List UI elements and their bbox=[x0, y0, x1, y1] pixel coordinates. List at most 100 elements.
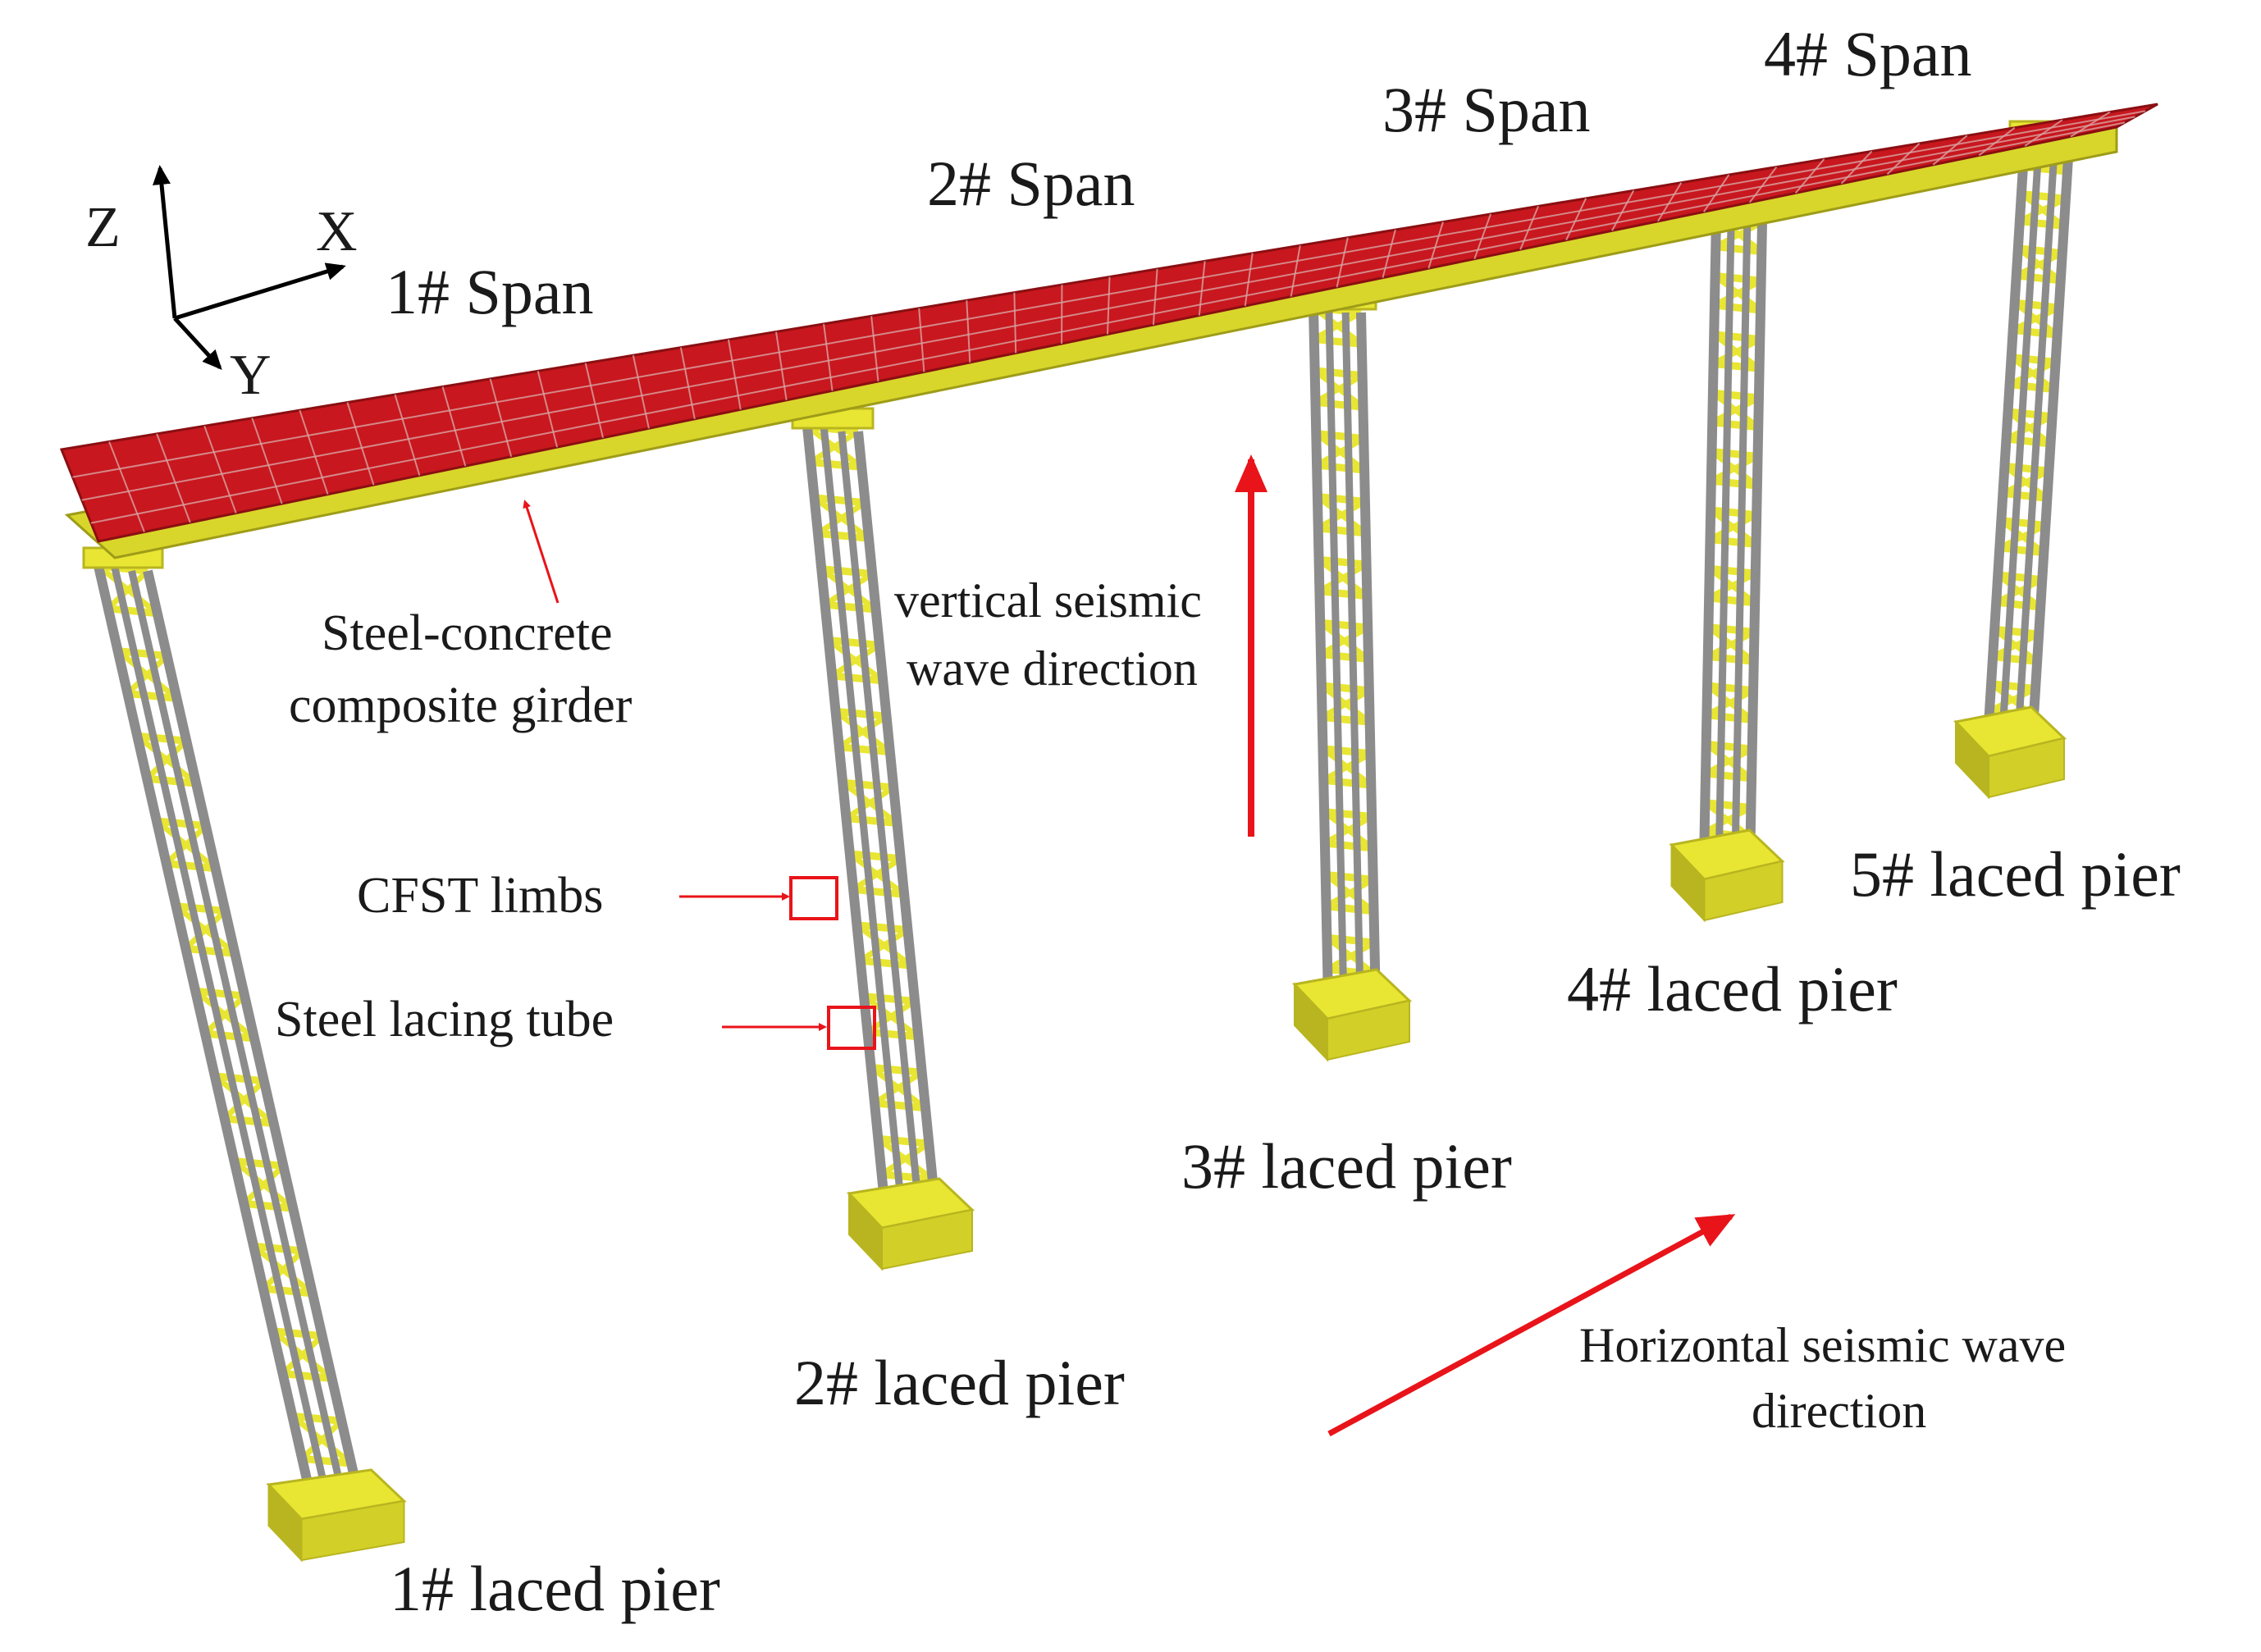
lacing-tube bbox=[1711, 447, 1759, 460]
lacing-tube bbox=[2006, 435, 2051, 448]
diagonal-lacing-tube bbox=[1991, 632, 2040, 659]
diagonal-lacing-tube bbox=[1326, 940, 1377, 972]
diagonal-lacing-tube bbox=[837, 714, 888, 750]
deck-cross-line bbox=[1427, 221, 1444, 269]
diagonal-lacing-tube bbox=[1711, 395, 1761, 425]
deck-cross-line bbox=[1840, 150, 1873, 185]
cfst-limb bbox=[853, 431, 941, 1216]
lacing-tube bbox=[2012, 326, 2058, 339]
deck-long-line bbox=[72, 110, 2146, 478]
lacing-tube bbox=[1707, 623, 1755, 637]
deck-cross-line bbox=[156, 433, 191, 523]
diagonal-lacing-tube bbox=[852, 856, 902, 892]
lacing-tube bbox=[814, 494, 866, 507]
cfst-annotation: CFST limbs bbox=[357, 868, 838, 924]
diagonal-lacing-tube bbox=[164, 824, 208, 866]
lacing-tube bbox=[1322, 776, 1372, 789]
cfst-limbs-label: CFST limbs bbox=[357, 868, 603, 924]
lacing-tube bbox=[272, 1327, 323, 1340]
z-axis-line bbox=[153, 165, 177, 319]
deck-cross-line bbox=[299, 409, 329, 495]
laced-piers bbox=[82, 120, 2085, 1563]
lacing-tube bbox=[874, 1099, 926, 1112]
lacing-tube bbox=[2007, 408, 2053, 421]
lacing-tube bbox=[243, 1199, 294, 1212]
cfst-limb bbox=[838, 431, 924, 1216]
lacing-tube bbox=[842, 778, 894, 792]
lacing-tube bbox=[1318, 587, 1368, 600]
diagonal-lacing-tube bbox=[1998, 523, 2047, 550]
lacing-tube bbox=[1322, 713, 1371, 726]
lacing-tube bbox=[838, 743, 891, 756]
diagonal-lacing-tube bbox=[858, 927, 910, 964]
lacing-tube bbox=[820, 565, 873, 578]
cfst-limb bbox=[1745, 221, 1767, 867]
deck-cross-line bbox=[1519, 206, 1540, 250]
diagonal-lacing-tube bbox=[1994, 577, 2044, 605]
horizontal-wave-arrow bbox=[1327, 1213, 1736, 1437]
lacing-tube bbox=[1318, 524, 1367, 537]
deck-cross-line bbox=[1748, 166, 1778, 203]
cfst-limb bbox=[128, 569, 349, 1508]
deck-cross-line bbox=[1013, 292, 1017, 354]
steel-lacing-tube-label: Steel lacing tube bbox=[275, 992, 614, 1047]
girder-label-line2: composite girder bbox=[289, 678, 633, 733]
pile-cap-front bbox=[1327, 999, 1410, 1061]
cfst-limb bbox=[1699, 217, 1721, 862]
cfst-limb bbox=[1998, 139, 2044, 739]
laced-pier-2 bbox=[791, 407, 975, 1271]
pile-cap-front bbox=[1703, 860, 1784, 922]
diagonal-lacing-tube bbox=[1324, 877, 1375, 909]
lacing-tube bbox=[234, 1157, 284, 1170]
y-axis-label: Y bbox=[230, 344, 272, 407]
cfst-limb bbox=[2013, 144, 2058, 744]
diagonal-lacing-tube bbox=[1313, 309, 1363, 342]
lacing-tube bbox=[1994, 625, 2039, 638]
lacing-tube bbox=[1711, 418, 1759, 431]
lacing-tube bbox=[2021, 189, 2067, 203]
lacing-tube bbox=[263, 1285, 313, 1298]
lacing-tube bbox=[860, 956, 912, 970]
lacing-tube bbox=[1705, 769, 1752, 783]
diagonal-lacing-tube bbox=[1322, 751, 1373, 783]
deck-cross-line bbox=[1152, 268, 1158, 326]
lacing-tube bbox=[1709, 564, 1756, 577]
deck-cross-line bbox=[1290, 245, 1301, 297]
span-label-1: 1# Span bbox=[386, 256, 594, 327]
vertical-wave-label-line1: vertical seismic bbox=[894, 573, 1202, 627]
deck-cross-line bbox=[1794, 158, 1825, 194]
lacing-tube bbox=[1706, 740, 1753, 753]
lacing-tube bbox=[817, 529, 870, 542]
deck-cross-line bbox=[1657, 182, 1683, 222]
lacing-tube bbox=[214, 1072, 265, 1085]
lacing-tube bbox=[2014, 299, 2060, 312]
diagonal-lacing-tube bbox=[1706, 629, 1756, 659]
deck-cross-line bbox=[1107, 276, 1111, 335]
diagonal-lacing-tube bbox=[1707, 571, 1757, 600]
lacing-tube bbox=[136, 732, 187, 745]
lacing-tube bbox=[2003, 462, 2049, 475]
vertical-wave-label-line2: wave direction bbox=[907, 641, 1198, 696]
cfst-limb bbox=[1715, 217, 1735, 862]
diagonal-lacing-tube bbox=[2012, 304, 2061, 333]
girder-annotation: Steel-concrete composite girder bbox=[289, 500, 633, 733]
lacing-tube bbox=[1713, 331, 1761, 344]
deck-cross-line bbox=[584, 363, 604, 438]
diagonal-lacing-tube bbox=[879, 1141, 931, 1177]
lacing-tube bbox=[2016, 272, 2062, 285]
lacing-tube bbox=[810, 458, 862, 471]
span-label-3: 3# Span bbox=[1382, 74, 1591, 145]
lacing-tube bbox=[863, 993, 916, 1006]
cfst-limb bbox=[111, 564, 331, 1503]
lacing-tube bbox=[2017, 244, 2063, 258]
cfst-limb bbox=[1309, 307, 1333, 1002]
composite-girder-deck bbox=[59, 103, 2158, 559]
lacing-annotation: Steel lacing tube bbox=[275, 992, 876, 1050]
deck-cross-line bbox=[1611, 189, 1635, 231]
pile-cap-front bbox=[1988, 737, 2065, 799]
cfst-limb bbox=[1341, 312, 1364, 1006]
diagonal-lacing-tube bbox=[144, 738, 189, 781]
laced-pier-1 bbox=[82, 546, 407, 1563]
deck-cross-line bbox=[537, 371, 559, 448]
